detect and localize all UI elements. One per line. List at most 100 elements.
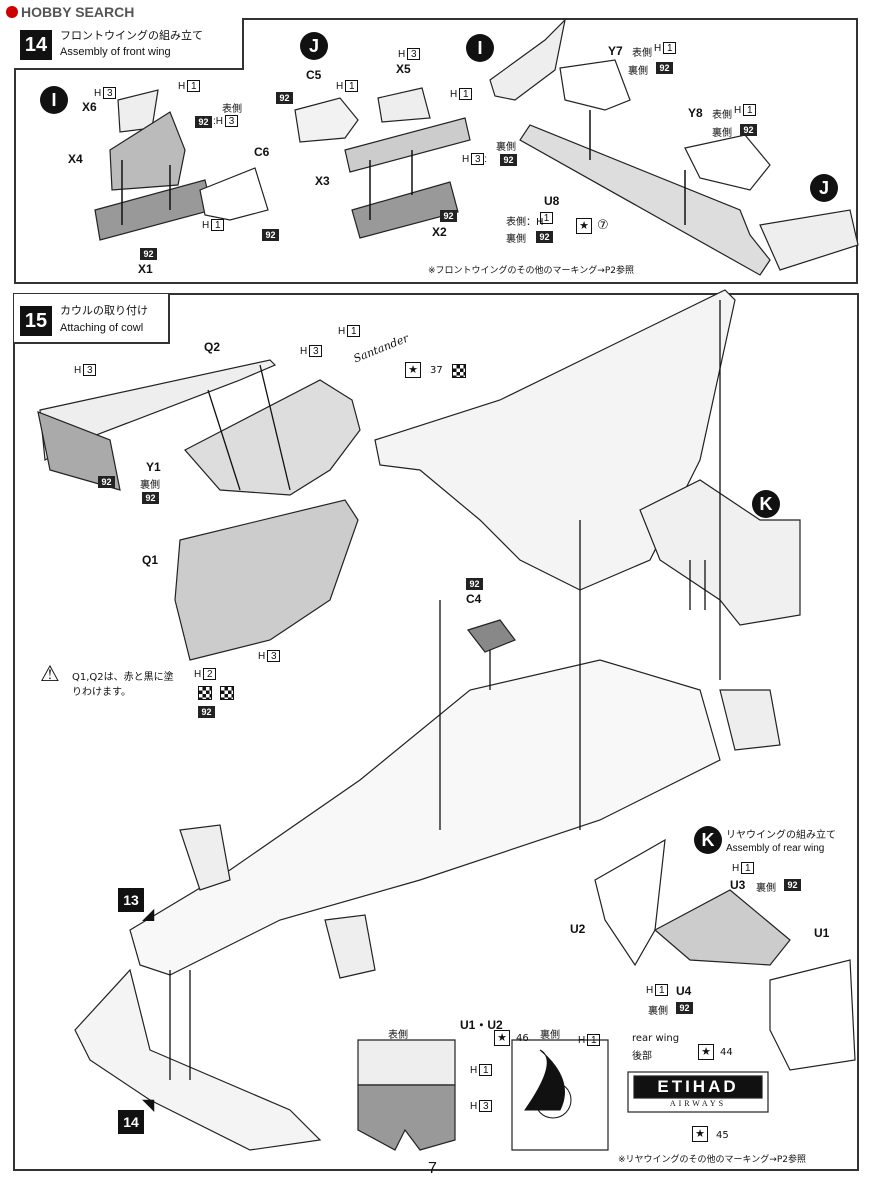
endplate-title: U1・U2: [460, 1018, 503, 1032]
step14-title-en: Assembly of front wing: [60, 46, 171, 58]
part-u2: U2: [570, 922, 586, 936]
part-q2: Q2: [204, 340, 221, 354]
omote-u8: 表側：H: [506, 217, 544, 228]
part-x4: X4: [68, 152, 83, 166]
part-x1: X1: [138, 262, 153, 276]
decal-star-icon-37: ★: [405, 362, 421, 378]
part-q1: Q1: [142, 553, 159, 567]
color-92-q2: 92: [98, 476, 115, 488]
step14-title-jp: フロントウイングの組み立て: [60, 29, 203, 42]
part-x2: X2: [432, 225, 447, 239]
omote-label: 表側: [222, 104, 242, 115]
ura-y7: 裏側: [628, 66, 648, 77]
rear-wing-jp: 後部: [632, 1051, 652, 1062]
color-92-c5: 92: [276, 92, 293, 104]
caution-text: Q1,Q2は、赤と黒に塗りわけます。: [72, 672, 174, 698]
decal-star-icon: ★: [576, 218, 592, 234]
decal-45: 45: [716, 1130, 729, 1141]
decal-star-icon-44: ★: [698, 1044, 714, 1060]
part-u3: U3: [730, 878, 746, 892]
caution-icon: ⚠: [40, 662, 60, 687]
rear-wing-en: rear wing: [632, 1033, 680, 1044]
checker-icon-q1a: [198, 686, 212, 700]
decal-37: 37: [430, 365, 443, 376]
subassembly-j-marker: J: [300, 32, 328, 60]
color-92-y8: 92: [740, 124, 757, 136]
color-92-q1: 92: [198, 706, 215, 718]
part-c4: C4: [466, 592, 482, 606]
omote-y8: 表側: [712, 110, 732, 121]
part-u4: U4: [676, 984, 692, 998]
rear-wing-marking-note: ※リヤウイングのその他のマーキング→P2参照: [618, 1155, 806, 1165]
decal-46: 46: [516, 1033, 529, 1044]
color-92-u8: 92: [536, 231, 553, 243]
color-92-c6: 92: [262, 229, 279, 241]
ura-u8: 裏側: [506, 234, 526, 245]
ura-u3: 裏側: [756, 883, 776, 894]
color-92-y7: 92: [656, 62, 673, 74]
color-92-ura-j: 92: [500, 154, 517, 166]
color-92-a: 92: [195, 116, 212, 128]
subassembly-j-ref: J: [810, 174, 838, 202]
color-92-u3: 92: [784, 879, 801, 891]
part-y7: Y7: [608, 44, 623, 58]
step14-marking-note: ※フロントウイングのその他のマーキング→P2参照: [428, 266, 634, 276]
omote-y7: 表側: [632, 48, 652, 59]
ura-u4: 裏側: [648, 1006, 668, 1017]
ura-label-j: 裏側: [496, 142, 516, 153]
ura-y8: 裏側: [712, 128, 732, 139]
rear-wing-k-marker: K: [694, 826, 722, 854]
color-92-u4: 92: [676, 1002, 693, 1014]
etihad-logo: ETIHAD: [657, 1077, 739, 1096]
hobby-search-logo: HOBBY SEARCH: [6, 4, 134, 20]
part-x3: X3: [315, 174, 330, 188]
subassembly-i-marker: I: [40, 86, 68, 114]
h1-u8: 1: [538, 212, 553, 224]
arrow-13-icon: ◢: [142, 904, 155, 923]
part-c5: C5: [306, 68, 322, 82]
part-c6: C6: [254, 145, 270, 159]
part-x6: X6: [82, 100, 97, 114]
step15-number: 15: [20, 306, 52, 336]
decal-44: 44: [720, 1047, 733, 1058]
part-y8: Y8: [688, 106, 703, 120]
step-ref-14: 14: [118, 1110, 144, 1134]
decal-star-icon-45: ★: [692, 1126, 708, 1142]
rear-wing-title-jp: リヤウイングの組み立て: [726, 830, 836, 841]
color-92-x2: 92: [440, 210, 457, 222]
color-92-y1: 92: [142, 492, 159, 504]
part-u1: U1: [814, 926, 830, 940]
part-u8: U8: [544, 194, 560, 208]
rear-wing-title-en: Assembly of rear wing: [726, 843, 825, 854]
logo-icon: [6, 6, 18, 18]
step14-number: 14: [20, 30, 52, 60]
santander-flame-decal: [524, 1049, 565, 1111]
ura-y1: 裏側: [140, 480, 160, 491]
decal-7: ⑦: [597, 218, 609, 233]
checker-icon: [452, 364, 466, 378]
airways-text: AIRWAYS: [669, 1099, 727, 1108]
arrow-14-icon: ◥: [142, 1095, 155, 1114]
page-number: 7: [428, 1160, 437, 1177]
checker-icon-q1b: [220, 686, 234, 700]
step15-title-en: Attaching of cowl: [60, 322, 144, 334]
color-92-x1: 92: [140, 248, 157, 260]
endplate-omote: 表側: [388, 1030, 408, 1041]
decal-star-icon-46: ★: [494, 1030, 510, 1046]
